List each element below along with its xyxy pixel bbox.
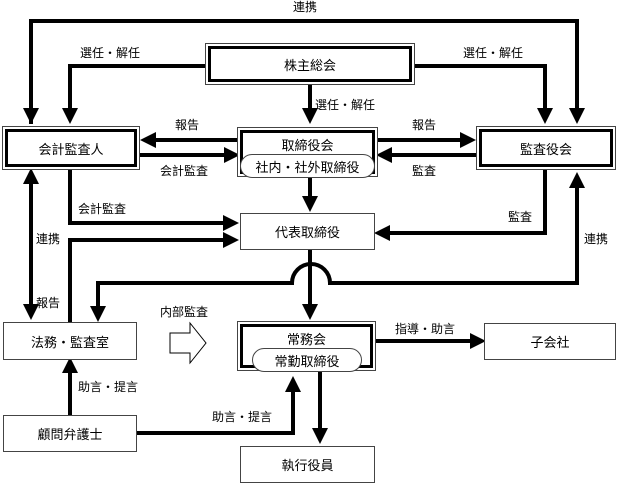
executive-officers-label: 執行役員 [281, 459, 334, 474]
elect-dismiss-center-label: 選任・解任 [315, 98, 376, 112]
executive-officers-box: 執行役員 [240, 446, 375, 483]
executive-committee-label: 常務会 [286, 333, 326, 348]
accounting-auditor-label: 会計監査人 [38, 142, 104, 158]
internal-audit-label: 内部監査 [160, 305, 209, 319]
accounting-auditor-box: 会計監査人 [2, 126, 140, 170]
shareholders-meeting-label: 株主総会 [283, 58, 336, 74]
report-left-label: 報告 [175, 118, 200, 132]
cooperation-right-label: 連携 [584, 232, 609, 246]
report-right-label: 報告 [412, 118, 437, 132]
audit-board-label: 監査 [412, 164, 437, 178]
guidance-advice-label: 指導・助言 [395, 322, 456, 336]
audit-rep-line [374, 170, 547, 241]
board-members-label: 社内・社外取締役 [255, 160, 360, 176]
cooperation-top-label: 連携 [293, 0, 318, 14]
representative-director-label: 代表取締役 [274, 226, 340, 241]
elect-dismiss-left-label: 選任・解任 [80, 46, 141, 60]
legal-to-rep-line [68, 232, 239, 322]
subsidiaries-label: 子会社 [530, 336, 570, 351]
full-time-directors-label: 常勤取締役 [274, 354, 340, 370]
accounting-audit-rep-label: 会計監査 [78, 202, 127, 216]
legal-audit-office-label: 法務・監査室 [30, 335, 109, 351]
internal-audit-arrow [169, 321, 207, 365]
audit-board-label: 監査役会 [519, 142, 572, 158]
audit-board-box: 監査役会 [476, 126, 616, 170]
legal-advisor-box: 顧問弁護士 [3, 415, 137, 452]
shareholders-meeting-box: 株主総会 [205, 43, 415, 85]
accounting-audit-board-label: 会計監査 [160, 164, 209, 178]
board-members-pill: 社内・社外取締役 [240, 154, 375, 178]
advice-proposal-right-label: 助言・提言 [212, 410, 273, 424]
audit-rep-label: 監査 [508, 210, 533, 224]
cooperation-left-label: 連携 [36, 232, 61, 246]
elect-line-right [412, 64, 553, 124]
advice-right-line [136, 376, 301, 435]
board-of-directors-label: 取締役会 [281, 139, 334, 154]
legal-audit-office-box: 法務・監査室 [3, 322, 137, 360]
full-time-directors-pill: 常勤取締役 [252, 348, 362, 372]
elect-line-left [62, 64, 205, 124]
accounting-audit-rep-line [68, 170, 239, 231]
legal-advisor-label: 顧問弁護士 [37, 428, 103, 443]
advice-proposal-up-label: 助言・提言 [78, 380, 139, 394]
representative-director-box: 代表取締役 [240, 213, 375, 250]
elect-dismiss-right-label: 選任・解任 [463, 46, 524, 60]
report-legal-label: 報告 [36, 296, 61, 310]
subsidiaries-box: 子会社 [484, 323, 616, 360]
